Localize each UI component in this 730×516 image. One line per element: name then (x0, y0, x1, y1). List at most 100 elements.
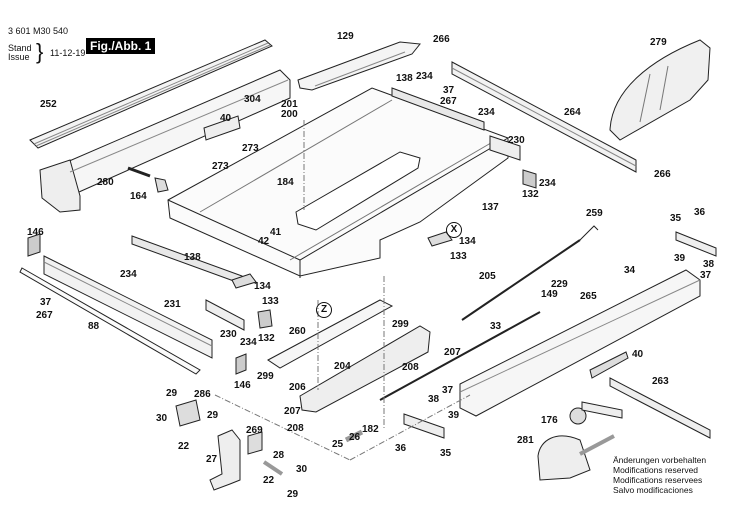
part-280-fence (39, 69, 291, 213)
label-40-top: 40 (220, 113, 232, 124)
label-264: 264 (564, 107, 581, 118)
label-134-right: 134 (459, 236, 476, 247)
label-29-a: 29 (166, 388, 178, 399)
label-132-left: 132 (258, 333, 275, 344)
label-30-b: 30 (296, 464, 308, 475)
part-34-extension (459, 269, 701, 417)
label-269: 269 (246, 425, 263, 436)
label-38-bottom: 38 (428, 394, 440, 405)
issue-label: Issue (8, 52, 30, 62)
part-27-lever (209, 429, 241, 491)
notice-en: Modifications reserved (613, 465, 699, 475)
label-138-left: 138 (184, 252, 201, 263)
label-208-left: 208 (287, 423, 304, 434)
label-129: 129 (337, 31, 354, 42)
part-260-cover (267, 299, 394, 369)
label-39-right: 39 (674, 253, 686, 264)
label-35-right: 35 (670, 213, 682, 224)
label-37-right: 37 (700, 270, 712, 281)
label-25: 25 (332, 439, 344, 450)
modifications-notice: Änderungen vorbehalten Modifications res… (613, 455, 706, 495)
label-41: 41 (270, 227, 282, 238)
stand-issue-label: Stand Issue (8, 44, 32, 62)
label-230-left: 230 (220, 329, 237, 340)
part-134-bracket-right (427, 231, 453, 247)
issue-date: 11-12-19 (50, 48, 86, 58)
part-number: 3 601 M30 540 (8, 26, 69, 36)
label-230-right: 230 (508, 135, 525, 146)
label-234-left: 234 (120, 269, 137, 280)
label-88: 88 (88, 321, 100, 332)
part-264-rail (451, 61, 637, 173)
marker-x: X (446, 222, 462, 238)
label-33: 33 (490, 321, 502, 332)
label-252: 252 (40, 99, 57, 110)
part-138-strip-right (391, 87, 485, 131)
brace-symbol: } (36, 39, 44, 64)
part-230-plate-right (489, 135, 521, 161)
label-204: 204 (334, 361, 351, 372)
part-204-chute (299, 325, 431, 413)
label-229: 229 (551, 279, 568, 290)
label-133-right: 133 (450, 251, 467, 262)
label-37-bottom: 37 (442, 385, 454, 396)
notice-de: Änderungen vorbehalten (613, 455, 707, 465)
label-304: 304 (244, 94, 261, 105)
part-164-bolt (127, 166, 169, 193)
stand-label: Stand (8, 43, 32, 53)
label-280: 280 (97, 177, 114, 188)
part-146-clip-left (27, 233, 41, 257)
label-42: 42 (258, 236, 270, 247)
part-252-rail (29, 39, 273, 149)
label-234-mid: 234 (478, 107, 495, 118)
label-286: 286 (194, 389, 211, 400)
label-206: 206 (289, 382, 306, 393)
alignment-lines (214, 120, 471, 461)
label-39-bottom: 39 (448, 410, 460, 421)
label-132-right: 132 (522, 189, 539, 200)
label-38-right: 38 (703, 259, 715, 270)
label-273-b: 273 (212, 161, 229, 172)
part-279-blade-guard (609, 39, 711, 141)
label-260: 260 (289, 326, 306, 337)
label-299-upper: 299 (392, 319, 409, 330)
part-88-strip (19, 267, 201, 375)
label-201: 201 (281, 99, 298, 110)
part-137-table-top (167, 87, 509, 278)
label-234-lower: 234 (240, 337, 257, 348)
label-182: 182 (362, 424, 379, 435)
part-28-pin (262, 460, 284, 476)
part-33-rod (379, 311, 541, 401)
label-265: 265 (580, 291, 597, 302)
label-36-bottom: 36 (395, 443, 407, 454)
label-40-right: 40 (632, 349, 644, 360)
part-132-bracket-right (522, 169, 537, 189)
part-176-plate (581, 401, 623, 419)
label-259: 259 (586, 208, 603, 219)
label-146-bottom: 146 (234, 380, 251, 391)
label-267-top: 267 (440, 96, 457, 107)
part-176-knob (569, 407, 587, 425)
notice-es: Salvo modificaciones (613, 485, 693, 495)
part-35-plate-right (675, 231, 717, 257)
part-259-spring (579, 225, 599, 241)
marker-z: Z (316, 302, 332, 318)
figure-label: Fig./Abb. 1 (86, 38, 156, 54)
label-34: 34 (624, 265, 636, 276)
label-184: 184 (277, 177, 294, 188)
part-205-rod (461, 239, 581, 321)
label-231: 231 (164, 299, 181, 310)
label-200: 200 (281, 109, 298, 120)
label-37-top: 37 (443, 85, 455, 96)
label-27: 27 (206, 454, 218, 465)
part-269-plate (247, 431, 263, 455)
label-263: 263 (652, 376, 669, 387)
label-29-c: 29 (287, 489, 299, 500)
part-129-insert (297, 41, 421, 91)
label-134-left: 134 (254, 281, 271, 292)
notice-fr: Modifications reservees (613, 475, 703, 485)
label-133-left: 133 (262, 296, 279, 307)
label-30-a: 30 (156, 413, 168, 424)
part-286-block (175, 399, 201, 427)
label-279: 279 (650, 37, 667, 48)
